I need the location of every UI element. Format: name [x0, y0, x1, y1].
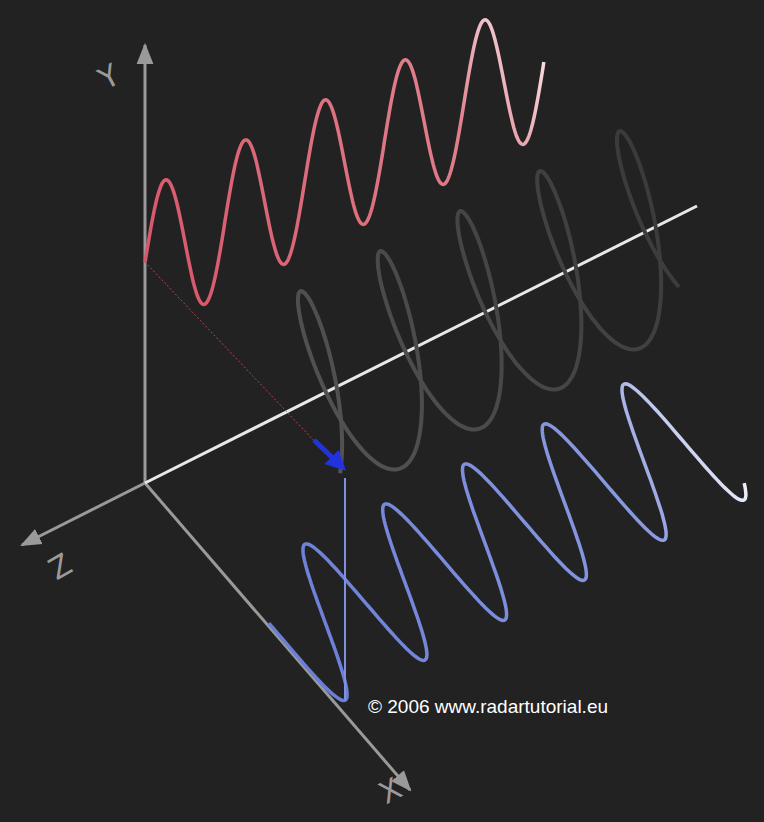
axis-label: Z [44, 549, 77, 585]
propagation-axis [145, 206, 697, 483]
horizontal-component-wave [269, 384, 746, 701]
circular-polarization-helix [298, 131, 679, 473]
copyright-watermark: © 2006 www.radartutorial.eu [368, 697, 608, 716]
x-axis [145, 483, 410, 790]
z-axis [22, 483, 145, 545]
projection-line [344, 478, 346, 700]
projection-line [145, 262, 338, 466]
y-axis [144, 45, 147, 483]
field-vector-arrow [314, 440, 343, 468]
axis-label: Y [94, 59, 124, 94]
